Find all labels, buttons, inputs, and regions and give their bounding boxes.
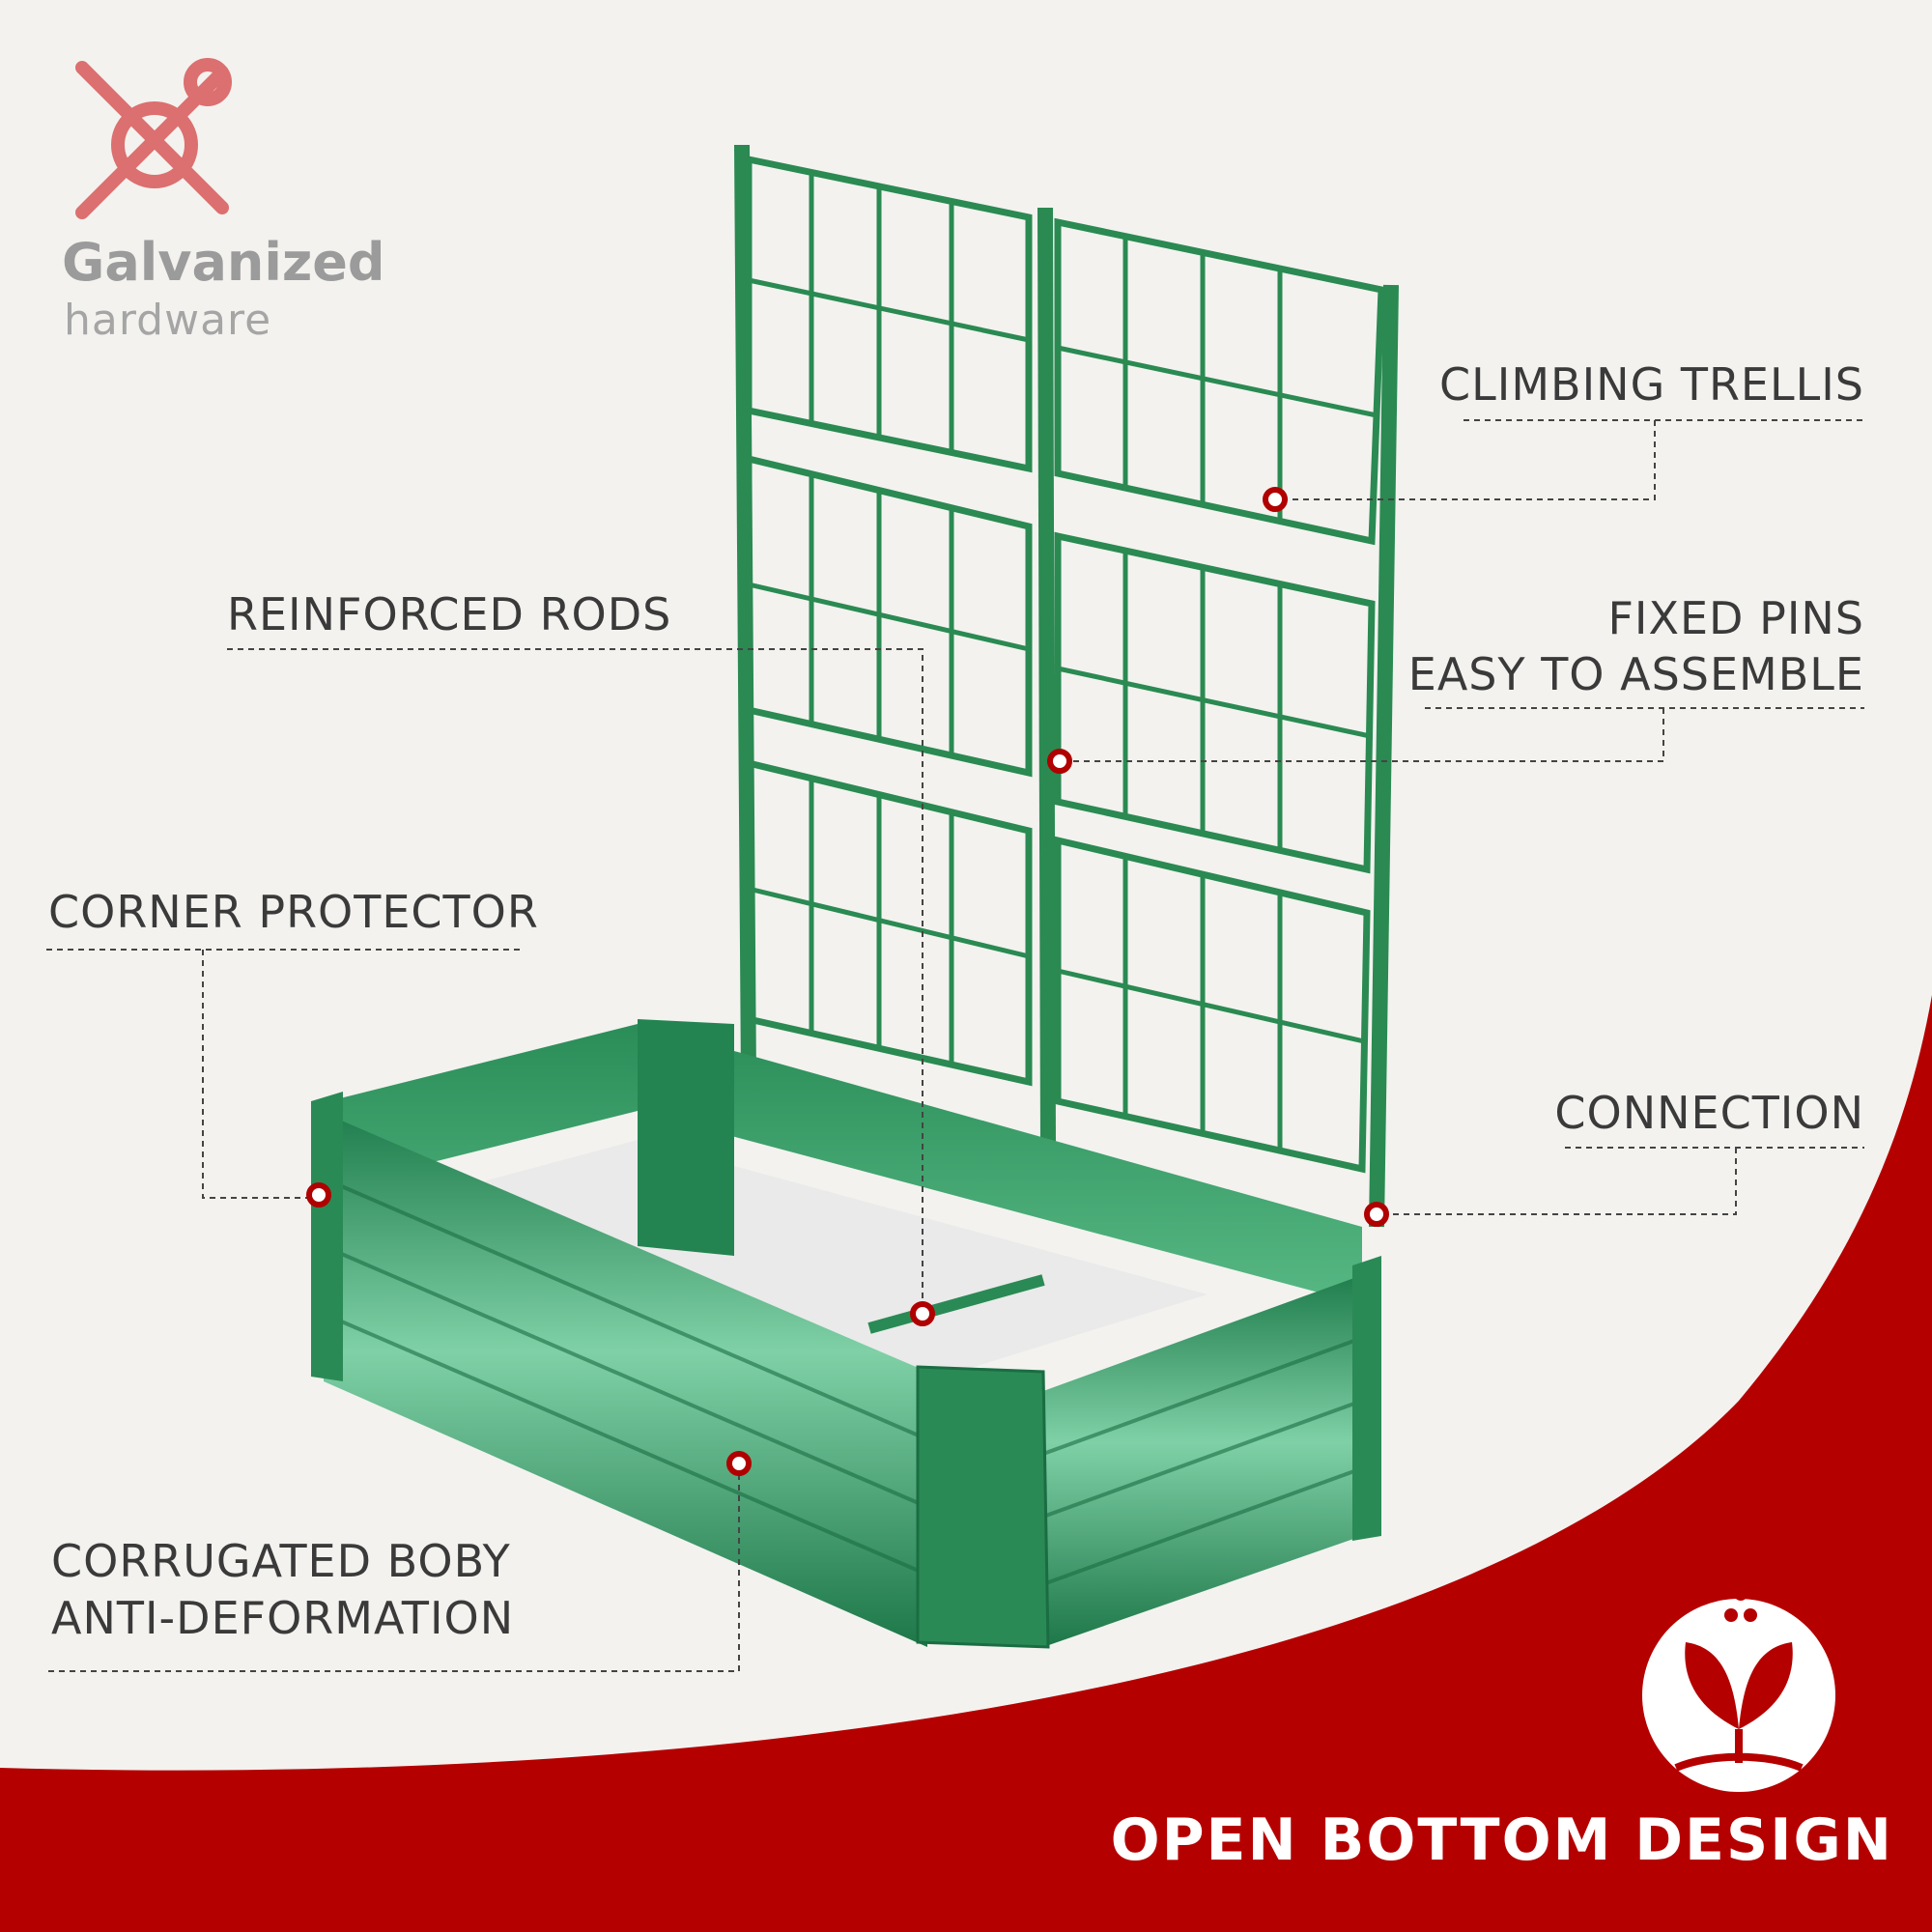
label-reinforced-rods: REINFORCED RODS [227, 588, 672, 640]
label-fixed-pins: FIXED PINS [1607, 592, 1864, 644]
red-wave-background [0, 995, 1932, 1932]
callout-leaders [46, 419, 1864, 1672]
label-climbing-trellis: CLIMBING TRELLIS [1439, 358, 1864, 411]
label-easy-to-assemble: EASY TO ASSEMBLE [1407, 648, 1864, 700]
label-corrugated-body: CORRUGATED BOBY [51, 1535, 511, 1587]
tools-icon [75, 58, 232, 219]
badge-subtitle: hardware [64, 296, 272, 345]
footer-title: OPEN BOTTOM DESIGN [1110, 1806, 1893, 1874]
trellis [734, 144, 1399, 1228]
sprout-water-icon [1642, 1587, 1835, 1792]
callout-markers [306, 487, 1389, 1476]
planter-box [311, 1019, 1381, 1649]
badge-title: Galvanized [62, 232, 385, 293]
label-anti-deformation: ANTI-DEFORMATION [51, 1592, 515, 1644]
label-corner-protector: CORNER PROTECTOR [48, 886, 539, 938]
label-connection: CONNECTION [1554, 1087, 1864, 1139]
